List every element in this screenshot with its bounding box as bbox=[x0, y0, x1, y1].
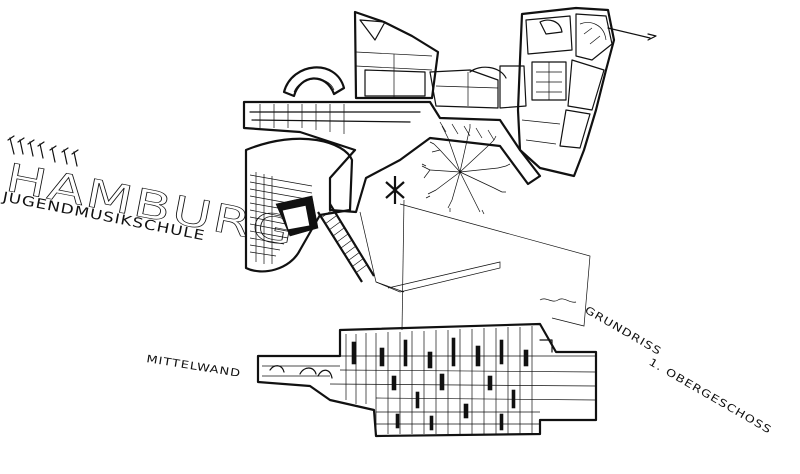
title-block: HAMBURG JUGENDMUSIKSCHULE bbox=[0, 135, 300, 256]
crown-marks bbox=[7, 135, 79, 167]
floor-label-obergeschoss: 1. OBERGESCHOSS bbox=[647, 356, 774, 437]
upper-floor-plan bbox=[242, 6, 657, 283]
scribble-note bbox=[539, 298, 577, 303]
north-arrow-icon bbox=[607, 27, 657, 41]
wall-label: MITTELWAND bbox=[146, 352, 242, 379]
ground-floor-plan bbox=[256, 322, 598, 438]
ramp bbox=[317, 203, 375, 283]
floor-label-grundriss: GRUNDRISS bbox=[583, 304, 664, 358]
site-lines bbox=[359, 199, 591, 331]
tree-canopy bbox=[421, 124, 511, 215]
